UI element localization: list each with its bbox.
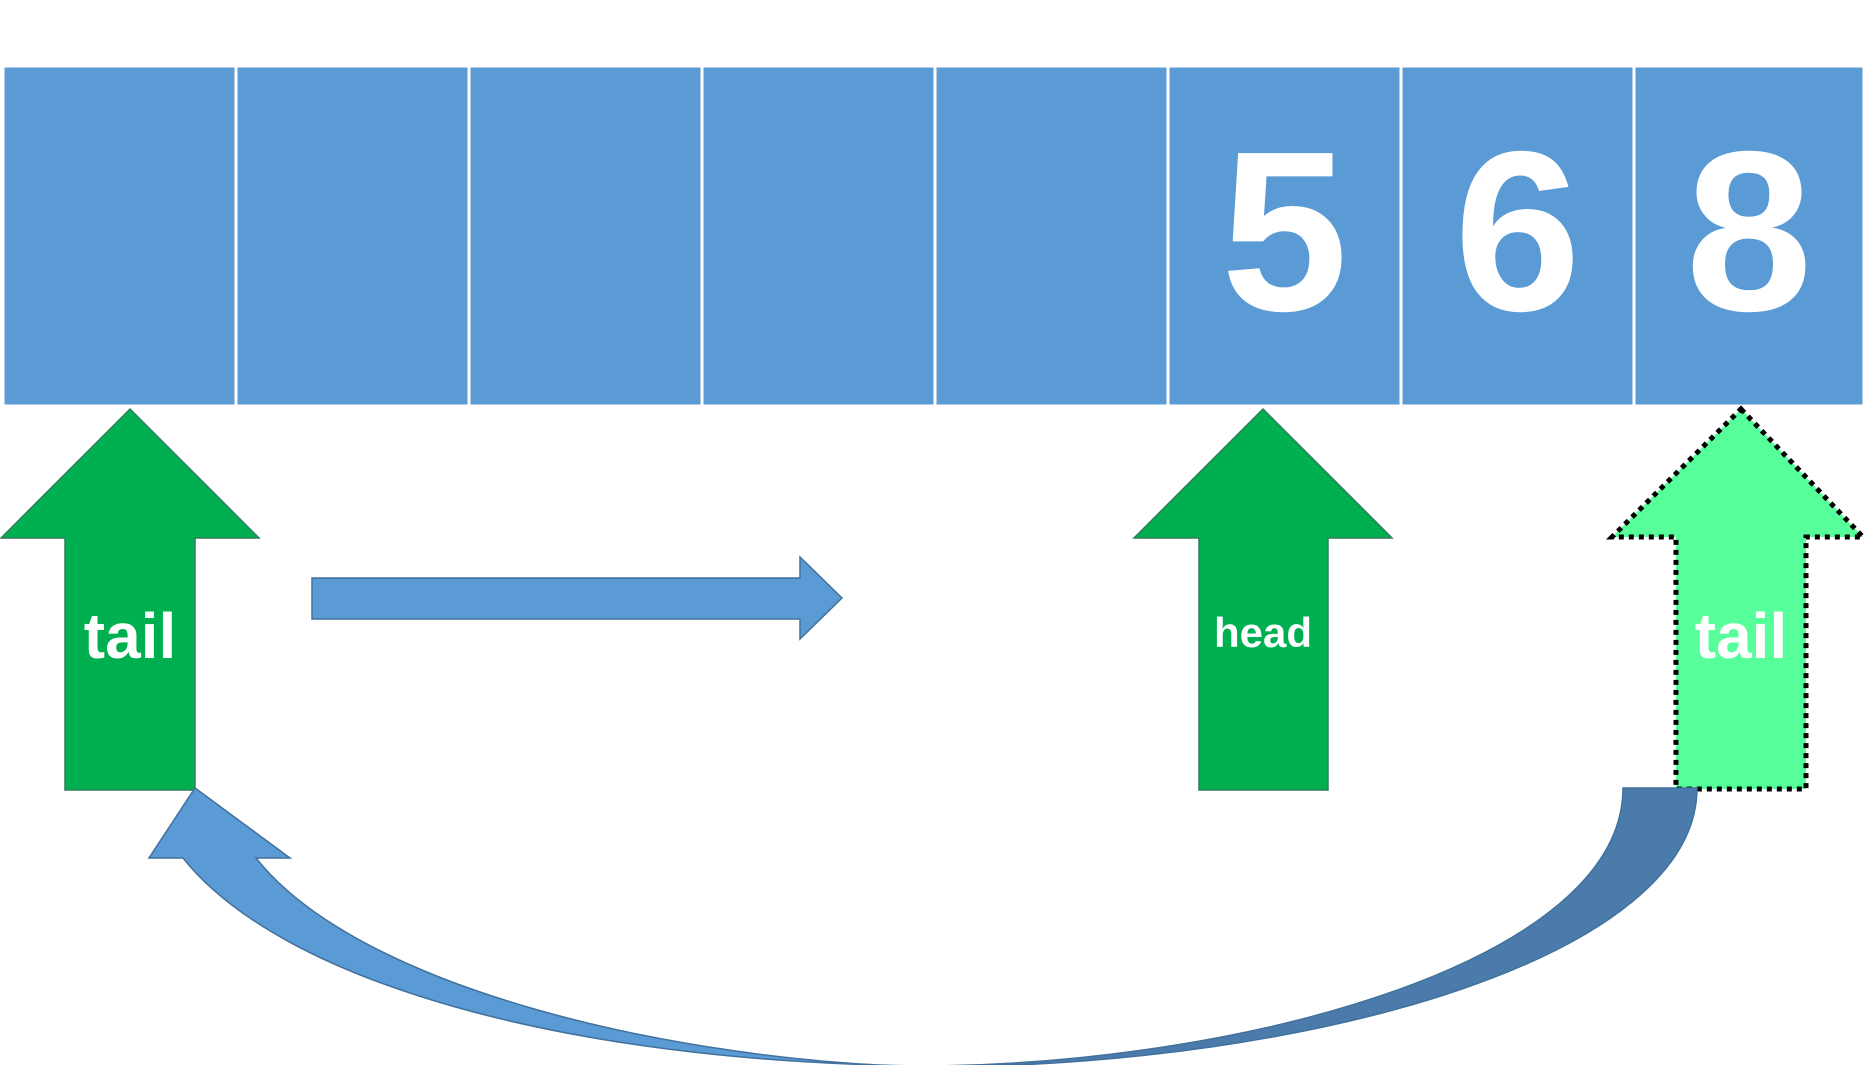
right-arrow-icon: [311, 555, 844, 641]
array-cell-box: [234, 64, 471, 408]
array-cell-box: [700, 64, 937, 408]
array-cell: 5: [1166, 64, 1403, 408]
array-cell-box: [1, 64, 238, 408]
array-cell-value: 6: [1454, 105, 1581, 359]
array-cell-box: [1166, 64, 1403, 408]
array-cell-value: 8: [1686, 105, 1813, 359]
array-cell-box: [1632, 64, 1865, 408]
array-cell: [933, 64, 1170, 408]
pointer-label: tail: [84, 600, 176, 672]
curved-wraparound-arrow-icon: [147, 786, 1698, 1065]
pointer-label: tail: [1695, 600, 1787, 672]
direction-arrow: [311, 555, 844, 641]
array-strip: 5 6 8: [1, 64, 1865, 408]
array-cell: 8: [1632, 64, 1865, 408]
array-cell: [700, 64, 937, 408]
array-cell-value: 5: [1221, 105, 1348, 359]
up-arrow-icon: [1605, 405, 1865, 792]
tail-pointer-end: tail: [1605, 405, 1865, 792]
array-cell: [467, 64, 704, 408]
up-arrow-icon: [0, 407, 261, 791]
array-cell: [1, 64, 238, 408]
array-cell-box: [933, 64, 1170, 408]
tail-pointer-start: tail: [0, 407, 261, 791]
up-arrow-icon: [1132, 407, 1394, 791]
pointer-label: head: [1214, 609, 1312, 656]
array-cell-box: [467, 64, 704, 408]
head-pointer: head: [1132, 407, 1394, 791]
wraparound-arrow: [147, 786, 1698, 1065]
array-cell: 6: [1399, 64, 1636, 408]
array-cell-box: [1399, 64, 1636, 408]
array-cell: [234, 64, 471, 408]
